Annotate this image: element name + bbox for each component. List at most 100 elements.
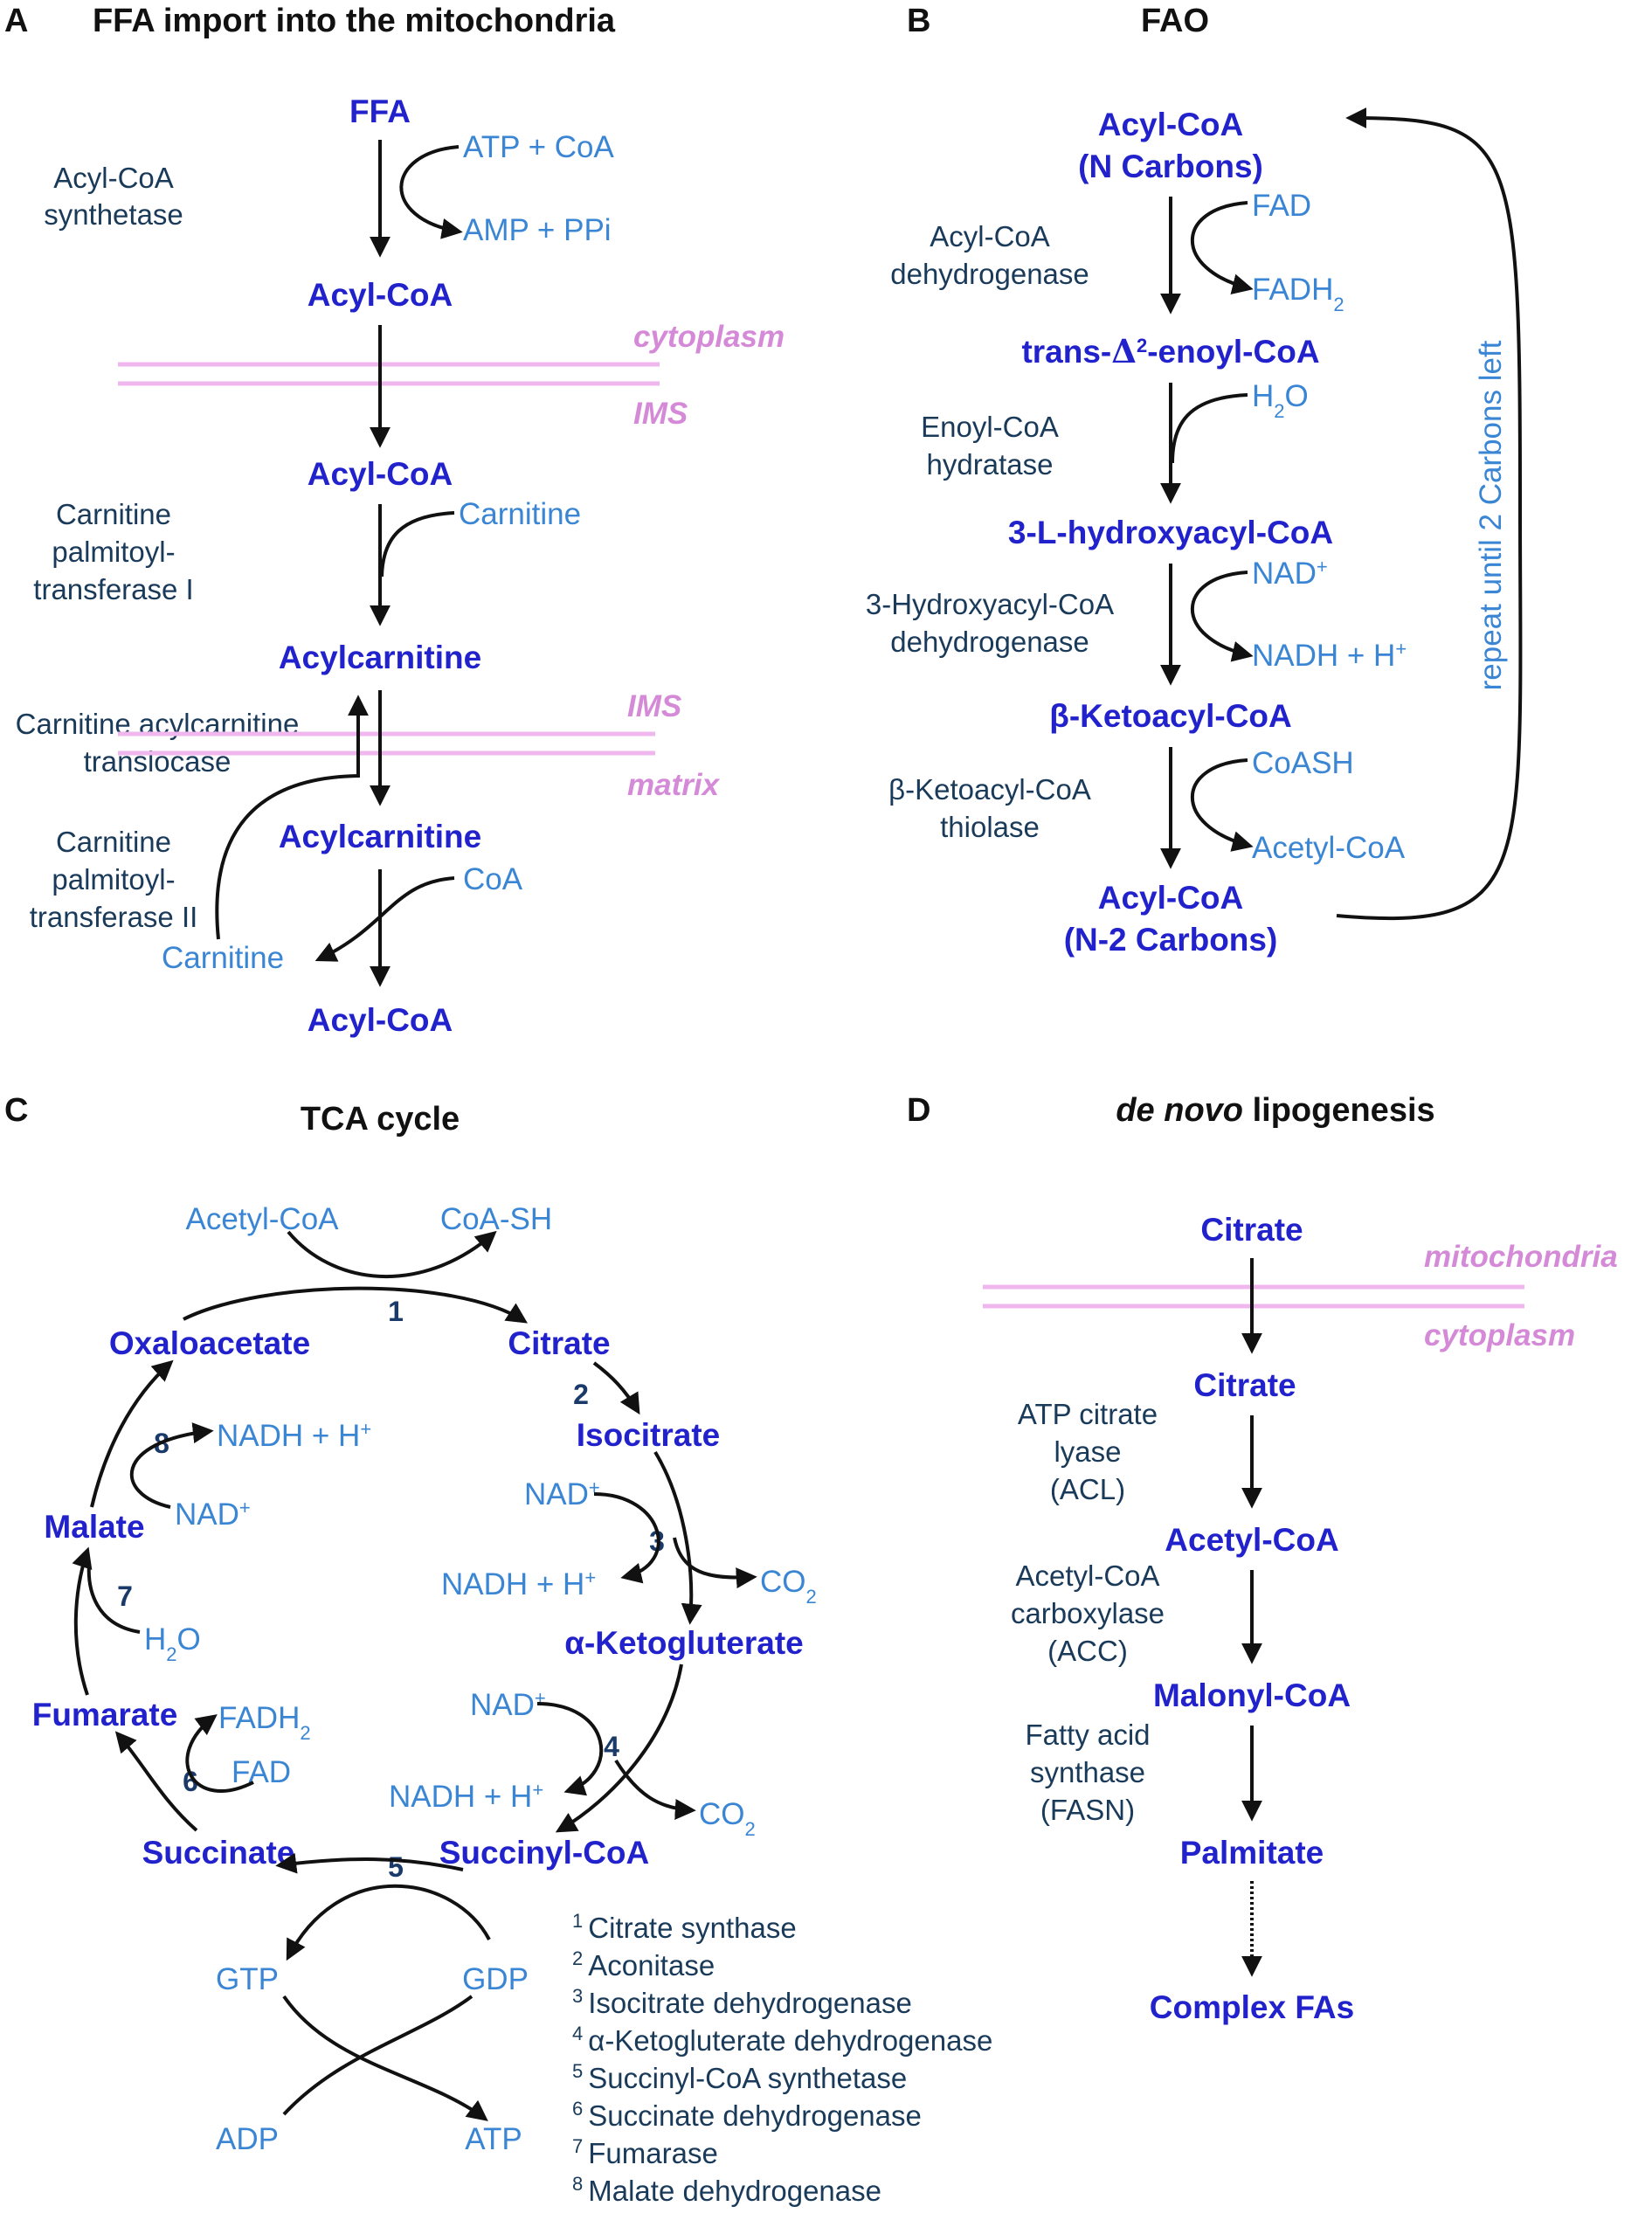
metab-oxaloacetate: Oxaloacetate <box>109 1325 310 1361</box>
metab-acyl-coa-n-l1: Acyl-CoA <box>1098 107 1244 142</box>
enz-translocase-l2: translocase <box>84 745 232 778</box>
enz-thiolase-l2: thiolase <box>940 811 1040 843</box>
cof-c-acetyl-coa: Acetyl-CoA <box>185 1202 339 1236</box>
arrow-carnitine-return <box>215 695 369 940</box>
metab-acyl-coa-n2-l2: (N-2 Carbons) <box>1064 922 1278 958</box>
arrow-co2-3 <box>673 1537 757 1589</box>
metab-enoyl-coa: trans-Δ2-enoyl-CoA <box>1021 332 1319 370</box>
arrow-c-step7 <box>72 1546 93 1696</box>
arrow-c-step1 <box>183 1286 529 1324</box>
panel-title-b: FAO <box>1141 3 1209 39</box>
cof-c-fad: FAD <box>232 1755 291 1789</box>
metab-d-malonyl-coa: Malonyl-CoA <box>1153 1677 1351 1713</box>
arrow-c-step6 <box>114 1731 198 1832</box>
arrow-nad-nadh-4 <box>536 1702 604 1796</box>
step-5: 5 <box>388 1851 404 1883</box>
metab-ketoacyl-coa: β-Ketoacyl-CoA <box>1049 698 1292 734</box>
enz-acc-l1: Acetyl-CoA <box>1015 1560 1159 1592</box>
panel-b: B FAO Acyl-CoA (N Carbons) trans-Δ2-enoy… <box>866 3 1523 958</box>
arrow-c-step4 <box>555 1663 683 1833</box>
enz-acyl-coa-dh-l2: dehydrogenase <box>890 258 1089 290</box>
step-4: 4 <box>604 1731 619 1762</box>
enz-acyl-coa-synthetase-l2: synthetase <box>44 198 183 231</box>
metab-succinyl-coa: Succinyl-CoA <box>439 1835 650 1871</box>
cof-c-nadh-8: NADH + H+ <box>217 1418 371 1454</box>
metab-citrate: Citrate <box>508 1325 610 1361</box>
cof-fadh2: FADH2 <box>1252 273 1344 315</box>
metab-acylcarnitine-2: Acylcarnitine <box>279 819 481 854</box>
panel-d: D de novo lipogenesis Citrate Citrate Ac… <box>907 1092 1618 2025</box>
label-cytoplasm-a: cytoplasm <box>633 320 785 354</box>
enz-thiolase-l1: β-Ketoacyl-CoA <box>888 773 1091 806</box>
arrow-nad-nadh-8 <box>129 1422 214 1509</box>
panel-title-c: TCA cycle <box>301 1101 460 1138</box>
cof-c-atp: ATP <box>465 2122 522 2156</box>
enz-cpt2-l2: palmitoyl- <box>52 863 175 896</box>
enz-hydratase-l2: hydratase <box>927 448 1054 481</box>
arrow-acetyl-coash <box>287 1230 497 1278</box>
metab-akg: α-Ketogluterate <box>564 1625 804 1661</box>
cof-amp-ppi: AMP + PPi <box>463 213 612 247</box>
enz-fasn-l1: Fatty acid <box>1025 1719 1150 1751</box>
arrow-nad-nadh-3 <box>593 1492 660 1584</box>
arrow-coa-carnitine <box>315 876 455 962</box>
step-1: 1 <box>388 1296 404 1327</box>
arrow-fad-fadh2-c <box>185 1714 254 1793</box>
arrow-gdp-gtp <box>286 1884 491 1961</box>
enz-hydroxy-dh-l1: 3-Hydroxyacyl-CoA <box>866 588 1114 620</box>
enz-cpt1-l3: transferase I <box>33 573 193 605</box>
enz-cpt1-l1: Carnitine <box>56 498 171 530</box>
panel-c: C TCA cycle Oxaloacetate Citrate Isocitr… <box>4 1092 992 2207</box>
metab-d-citrate-1: Citrate <box>1200 1212 1303 1248</box>
enz-fasn-l2: synthase <box>1030 1756 1145 1788</box>
metab-ffa: FFA <box>349 93 411 129</box>
cof-c-nad-8: NAD+ <box>175 1497 251 1532</box>
cof-c-gtp: GTP <box>216 1962 279 1996</box>
cof-fad: FAD <box>1252 189 1311 223</box>
panel-a: A FFA import into the mitochondria FFA A… <box>4 3 785 1038</box>
label-repeat: repeat until 2 Carbons left <box>1474 340 1508 690</box>
step-7: 7 <box>117 1580 133 1612</box>
cof-c-nad-4: NAD+ <box>470 1687 546 1723</box>
metab-acyl-coa-3: Acyl-CoA <box>308 1002 453 1038</box>
arrow-repeat <box>1336 107 1523 921</box>
arrow-c-step5 <box>275 1852 464 1874</box>
metab-isocitrate: Isocitrate <box>577 1417 721 1453</box>
arrow-coash-acetyl <box>1190 758 1254 852</box>
cof-coash: CoASH <box>1252 746 1354 780</box>
metab-malate: Malate <box>44 1509 144 1545</box>
arrow-carnitine-in <box>380 511 455 578</box>
enz-cpt1-l2: palmitoyl- <box>52 536 175 568</box>
arrow-c-step3 <box>653 1450 702 1625</box>
enz-acyl-coa-synthetase-l1: Acyl-CoA <box>53 162 174 194</box>
enz-hydratase-l1: Enoyl-CoA <box>921 411 1059 443</box>
label-cytoplasm-d: cytoplasm <box>1424 1318 1575 1352</box>
enz-hydroxy-dh-l2: dehydrogenase <box>890 626 1089 658</box>
cof-nadh: NADH + H+ <box>1252 638 1407 674</box>
label-matrix-a: matrix <box>627 768 721 802</box>
panel-letter-c: C <box>4 1092 28 1129</box>
cof-c-adp: ADP <box>216 2122 279 2156</box>
metab-fumarate: Fumarate <box>32 1697 178 1733</box>
enz-acc-l3: (ACC) <box>1047 1635 1128 1667</box>
panel-letter-a: A <box>4 3 28 39</box>
label-ims-a-1: IMS <box>633 397 688 431</box>
arrow-co2-4 <box>614 1759 696 1820</box>
cof-carnitine-in: Carnitine <box>459 497 581 531</box>
cof-acetyl-coa: Acetyl-CoA <box>1252 831 1406 865</box>
enz-fasn-l3: (FASN) <box>1040 1794 1135 1826</box>
cof-c-nadh-3: NADH + H+ <box>441 1567 596 1602</box>
enz-acc-l2: carboxylase <box>1011 1597 1165 1629</box>
metab-acylcarnitine-1: Acylcarnitine <box>279 640 481 675</box>
step-6: 6 <box>183 1766 198 1797</box>
metab-acyl-coa-n2-l1: Acyl-CoA <box>1098 880 1244 916</box>
cof-atp-coa: ATP + CoA <box>463 130 614 164</box>
metab-succinate: Succinate <box>142 1835 295 1871</box>
arrow-fad-fadh2 <box>1190 201 1254 294</box>
